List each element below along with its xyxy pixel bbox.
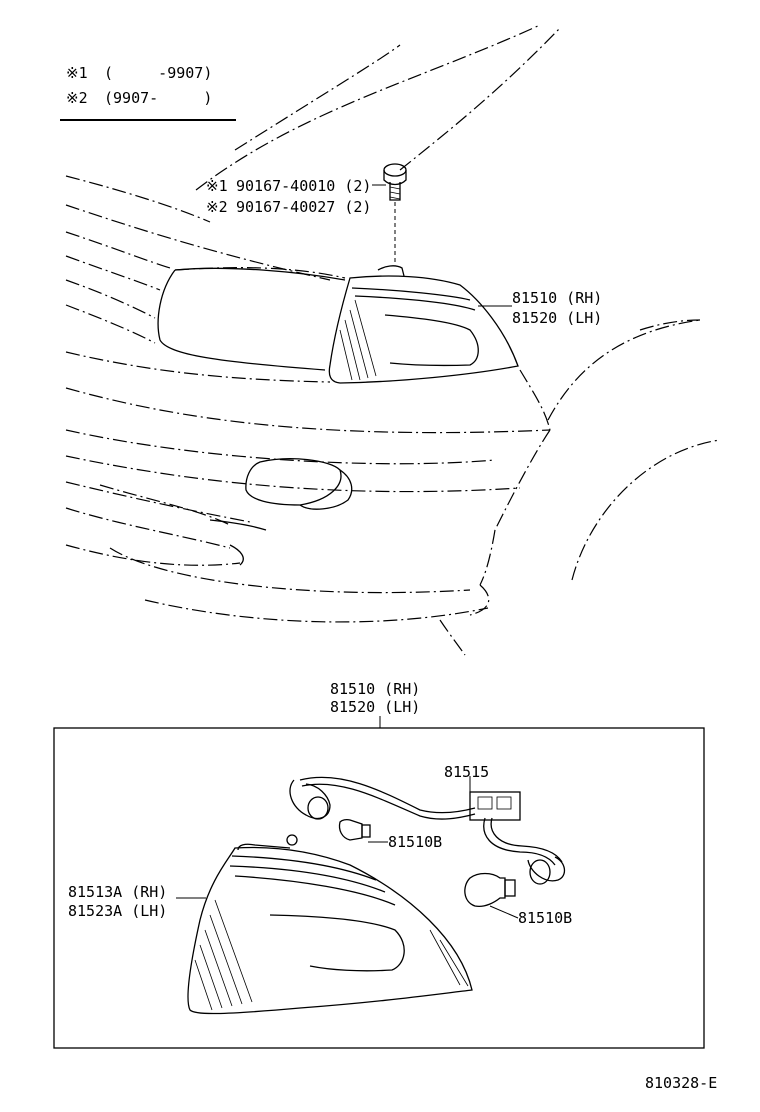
screw-labels: ※1 90167-40010 (2) ※2 90167-40027 (2) [206,177,371,216]
large-bulb-leader [489,905,519,919]
corner-lamp-installed [328,265,519,384]
socket-label: 81515 [444,763,489,781]
lamp-top-lh: 81520 (LH) [512,309,602,327]
lens-rh-label: 81513A (RH) [68,883,167,901]
screw-row2-part: 90167-40027 (2) [236,198,371,216]
box-title-lh: 81520 (LH) [330,698,420,716]
screw-row2-mark: ※2 [206,198,228,216]
note-1-range: ( -9907) [104,64,212,82]
large-bulb-icon [464,872,516,908]
small-bulb-label: 81510B [388,833,442,851]
applicability-notes: ※1 ( -9907) ※2 (9907- ) [60,64,236,121]
note-2-mark: ※2 [66,89,88,107]
note-1-mark: ※1 [66,64,88,82]
car-body-outline [65,24,721,656]
assembly-frame [53,727,705,1049]
lamp-top-rh: 81510 (RH) [512,289,602,307]
figure-id: 810328-E [645,1074,717,1092]
lens-lh-label: 81523A (LH) [68,902,167,920]
lens-housing-icon [187,834,473,1015]
box-title-rh: 81510 (RH) [330,680,420,698]
large-bulb-label: 81510B [518,909,572,927]
small-bulb-icon [338,818,371,841]
corner-lamp-label: 81510 (RH) 81520 (LH) [478,289,602,327]
assembly-box: 81510 (RH) 81520 (LH) [53,680,705,1049]
screw-row1-mark: ※1 [206,177,228,195]
socket-wire-icon [289,776,566,885]
note-2-range: (9907- ) [104,89,212,107]
screw-icon [372,163,407,262]
screw-row1-part: 90167-40010 (2) [236,177,371,195]
